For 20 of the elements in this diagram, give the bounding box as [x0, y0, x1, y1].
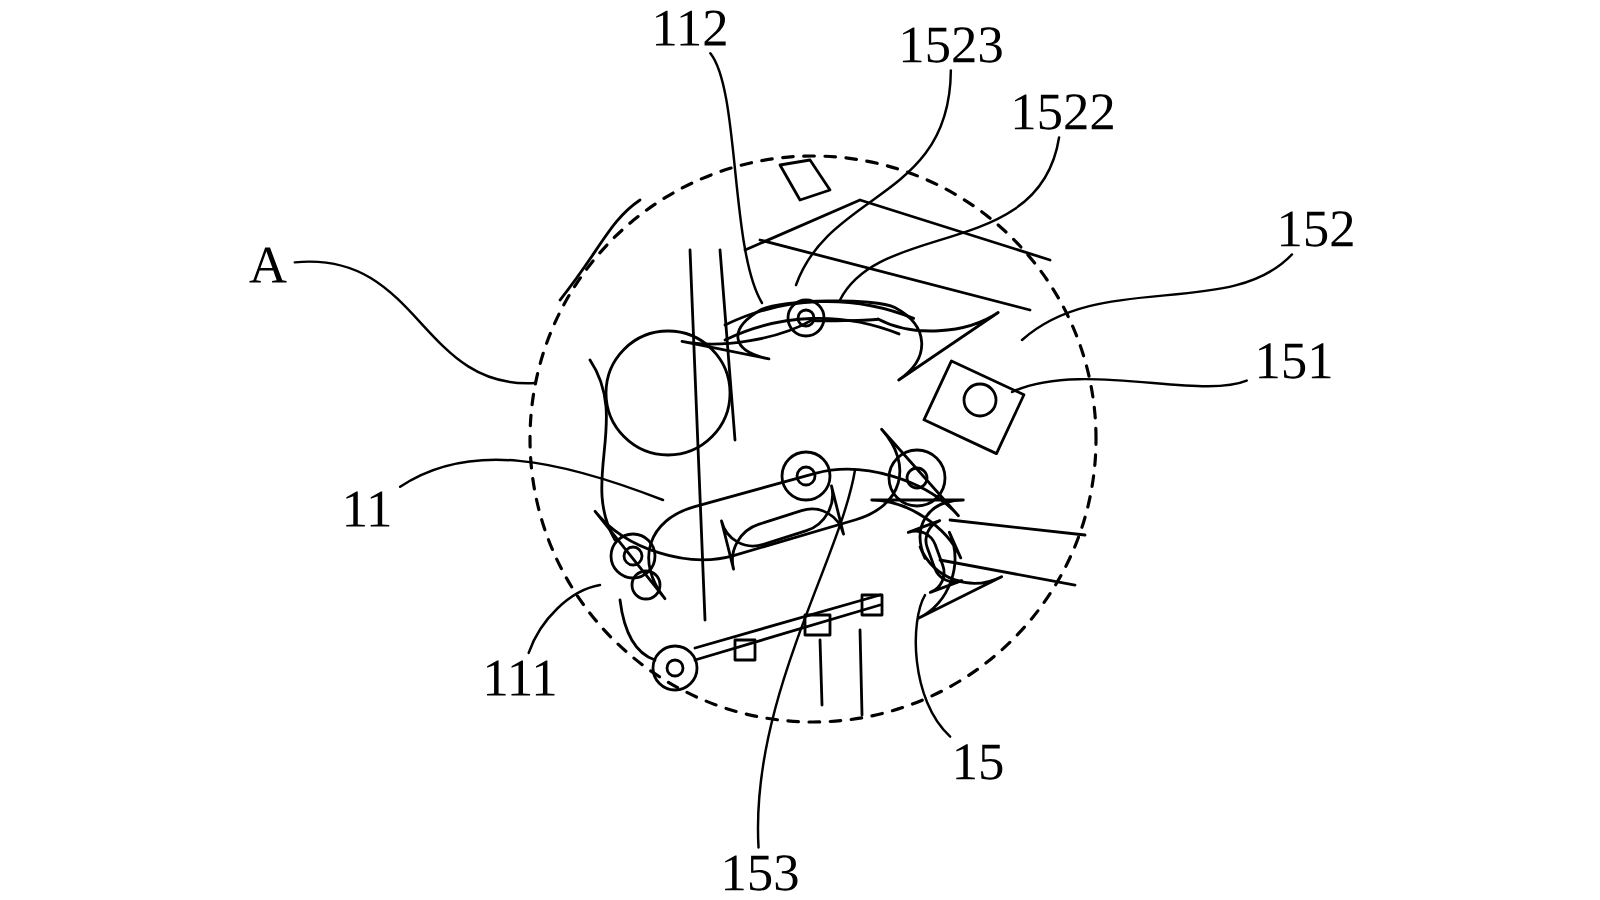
leader-line — [1010, 377, 1248, 394]
callout-number: 151 — [1259, 343, 1331, 379]
leader-line — [757, 468, 857, 849]
leader-line — [293, 261, 537, 385]
callout-number: 111 — [487, 660, 555, 696]
callout-number: A — [249, 247, 287, 283]
leader-line — [1020, 253, 1294, 342]
callout-number: 152 — [1281, 211, 1353, 247]
leader-line — [709, 51, 764, 305]
leader-line — [527, 583, 602, 655]
callout-number: 153 — [725, 855, 798, 891]
callout-number: 112 — [656, 10, 726, 46]
callout-number: 1522 — [1014, 94, 1113, 130]
leader-line — [838, 136, 1061, 302]
callout-number: 11 — [346, 491, 390, 527]
leader-line — [794, 69, 953, 287]
leader-line — [398, 458, 665, 502]
callout-number: 15 — [956, 744, 1003, 780]
callout-number: 1523 — [902, 27, 1002, 63]
leader-line — [914, 593, 952, 738]
